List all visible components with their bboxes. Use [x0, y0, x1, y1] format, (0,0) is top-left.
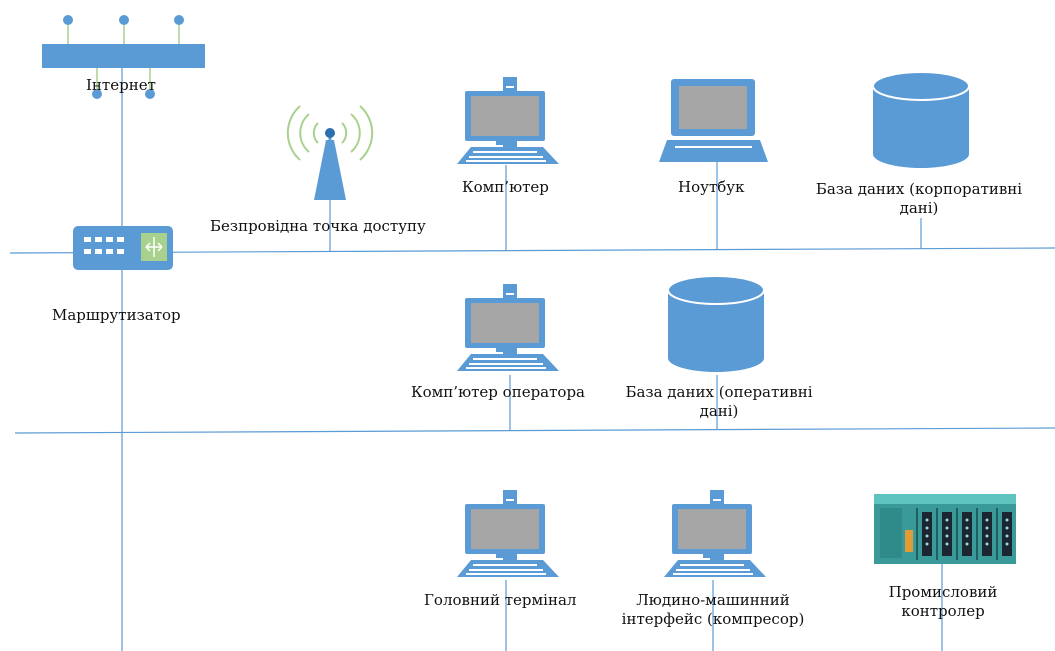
- hmi-label-line2: інтерфейс (компресор): [621, 610, 805, 628]
- switch-icon: [73, 226, 173, 270]
- computer-icon: [664, 490, 766, 577]
- plc-label-line2: контролер: [901, 602, 985, 620]
- corp-db-label-line1: База даних (корпоративні: [815, 180, 1023, 198]
- router-label: Маршрутизатор: [52, 306, 181, 324]
- plc-icon: [874, 494, 1016, 564]
- hmi-label-line1: Людино-машинний: [636, 591, 790, 609]
- antenna-icon: [286, 105, 374, 200]
- network-bus-2: [14, 427, 1055, 434]
- computer-icon: [457, 77, 559, 164]
- head-terminal-label: Головний термінал: [424, 591, 577, 609]
- plc-label: Промисловий контролер: [870, 583, 1016, 621]
- network-lines: [9, 60, 1055, 651]
- wifi-access-point-label: Безпровідна точка доступу: [210, 217, 426, 235]
- corp-db-label: База даних (корпоративні дані): [799, 180, 1039, 218]
- laptop-icon: [659, 79, 768, 162]
- laptop-label: Ноутбук: [678, 178, 745, 196]
- op-db-label-line1: База даних (оперативні: [625, 383, 813, 401]
- computer-icon: [457, 284, 559, 371]
- database-icon: [872, 71, 970, 169]
- database-icon: [667, 275, 765, 373]
- plc-label-line1: Промисловий: [888, 583, 998, 601]
- hmi-label: Людино-машинний інтерфейс (компресор): [600, 591, 826, 629]
- corp-db-label-line2: дані): [899, 199, 939, 217]
- operator-pc-label: Комп’ютер оператора: [411, 383, 586, 401]
- computer-icon: [457, 490, 559, 577]
- internet-label: Інтернет: [86, 76, 156, 94]
- network-bus-1: [9, 247, 1055, 254]
- op-db-label-line2: дані): [699, 402, 739, 420]
- modem-icon: [42, 15, 205, 99]
- computer-label: Комп’ютер: [462, 178, 549, 196]
- op-db-label: База даних (оперативні дані): [605, 383, 833, 421]
